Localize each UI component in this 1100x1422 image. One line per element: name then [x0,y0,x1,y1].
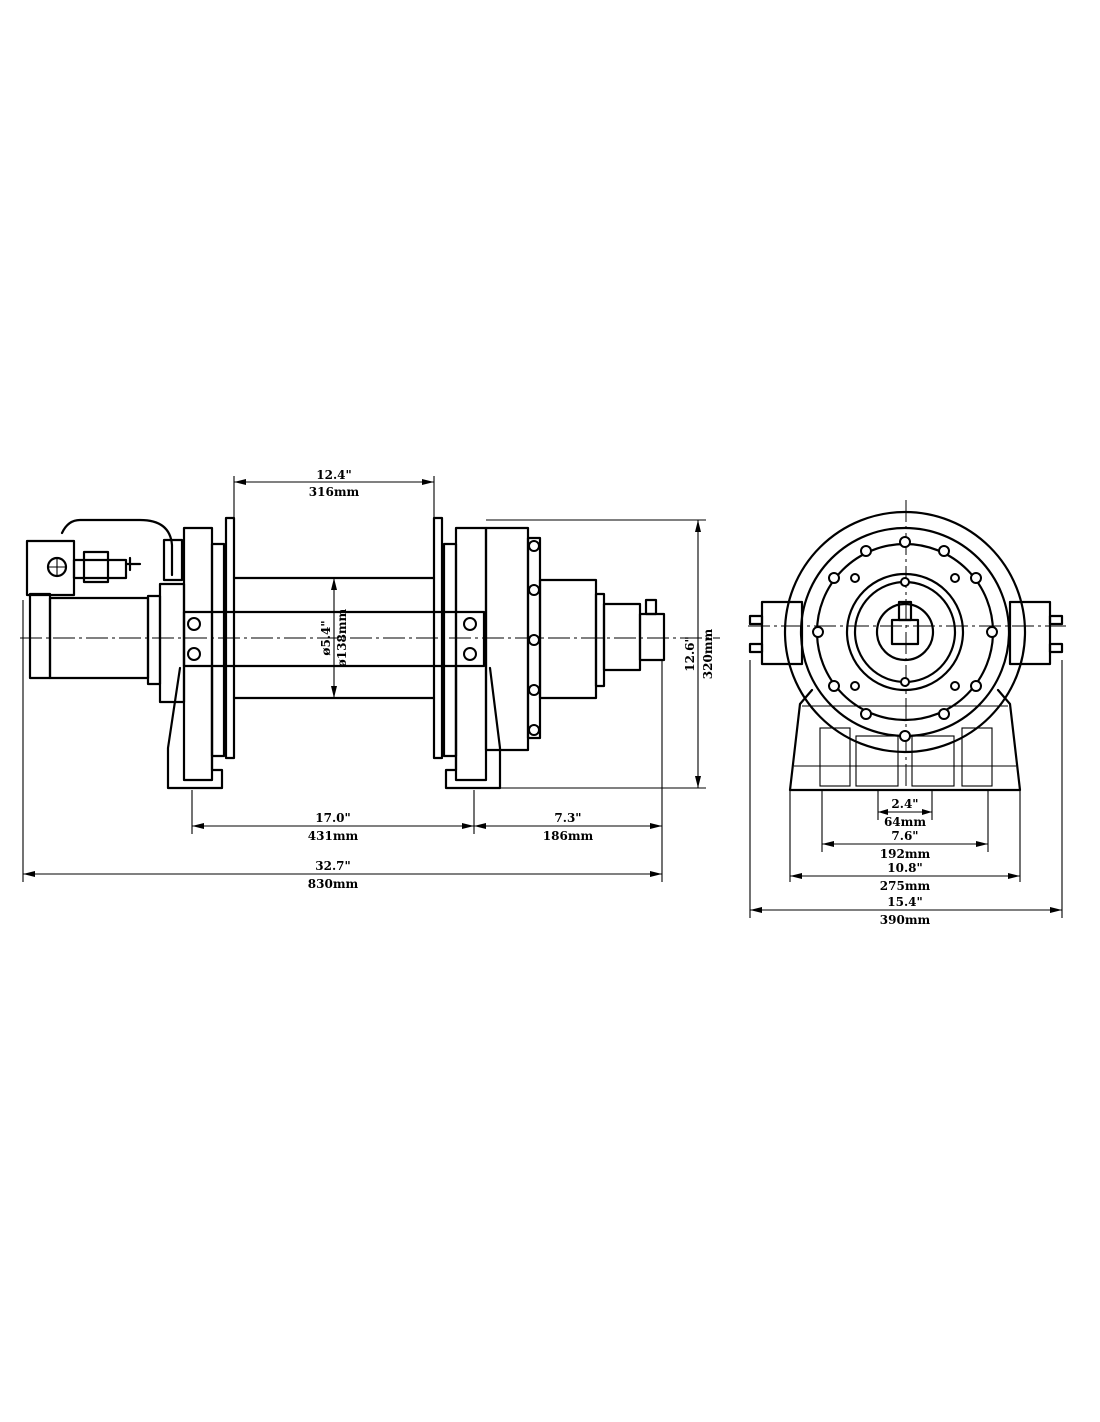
dim-drum-length [233,476,435,520]
dim-end-3-in: 10.8" [887,861,922,875]
dim-overall-mm: 830mm [308,877,359,891]
dim-end-2 [821,790,989,852]
dim-end-3 [789,790,1021,882]
gearbox [484,526,666,752]
dim-end-2-in: 7.6" [891,829,918,843]
dim-end-2-mm: 192mm [880,847,931,861]
end-base [788,688,1022,792]
dim-height-mm: 320mm [701,628,715,679]
dim-end-1-mm: 64mm [884,815,926,829]
end-flange-bolts [812,536,998,742]
dim-base-span [191,660,663,882]
dim-height-in: 12.6" [683,636,697,671]
side-view: 12.4" 316mm ø5.4" ø138mm 12.6" 320mm [20,468,720,891]
dim-end-4 [749,660,1063,918]
dim-end-1-in: 2.4" [891,797,918,811]
dim-drum-diameter [331,578,337,698]
dim-drum-diameter-in: ø5.4" [319,620,333,655]
dim-end-4-mm: 390mm [880,913,931,927]
dim-gear-end-in: 7.3" [554,811,581,825]
dim-end-4-in: 15.4" [887,895,922,909]
hydraulic-motor [25,518,186,704]
dim-gear-end-mm: 186mm [543,829,594,843]
dim-overall-in: 32.7" [315,859,350,873]
dim-base-span-in: 17.0" [315,811,350,825]
end-view: 2.4" 64mm 7.6" 192mm 10.8" 275mm 15.4" [748,500,1066,927]
dim-height [486,519,706,789]
dim-drum-diameter-mm: ø138mm [335,608,349,667]
left-end-frame [166,516,236,790]
dim-overall [22,600,662,882]
dim-drum-length-in: 12.4" [316,468,351,482]
dim-end-3-mm: 275mm [880,879,931,893]
dim-end-1 [877,790,933,820]
dim-drum-length-mm: 316mm [309,485,360,499]
dim-base-span-mm: 431mm [308,829,359,843]
